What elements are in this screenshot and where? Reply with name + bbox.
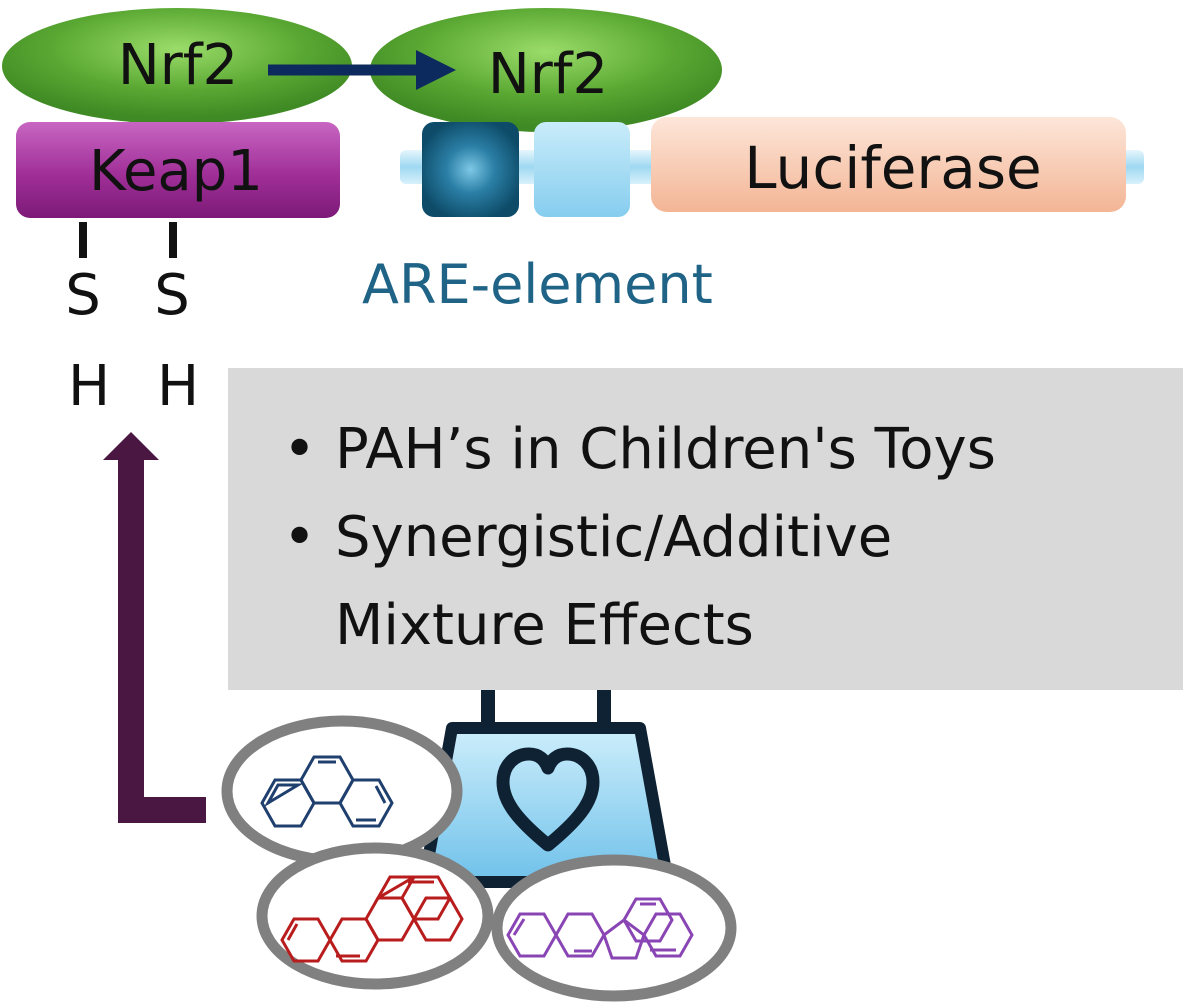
are-element-label: ARE-element — [362, 253, 713, 316]
luciferase-block — [651, 117, 1126, 212]
pah-ring-2 — [256, 842, 494, 990]
bullet-panel: • PAH’s in Children's Toys • Synergistic… — [228, 368, 1183, 690]
bullet-line-2: Mixture Effects — [335, 593, 754, 658]
thiol-1-s: S — [65, 263, 101, 328]
pah-ring-1 — [221, 715, 463, 867]
are-element-block — [422, 122, 519, 217]
promoter-block — [534, 122, 630, 217]
benzo-pyrene-structure-icon — [280, 875, 464, 963]
thiol-2-h: H — [157, 354, 199, 419]
heart-icon — [496, 747, 600, 852]
nrf2-right-label: Nrf2 — [488, 42, 608, 107]
activation-arrow — [103, 432, 206, 823]
bullet-item-pahs: • PAH’s in Children's Toys — [283, 406, 1183, 494]
keap1-shape — [16, 122, 340, 218]
nrf2-right-shape — [370, 8, 722, 132]
phenanthrene-structure-icon — [260, 755, 394, 828]
fluoranthene-structure-icon — [506, 897, 694, 960]
thiol-1-h: H — [68, 354, 110, 419]
nrf2-left-shape — [2, 8, 352, 124]
luciferase-label: Luciferase — [744, 134, 1041, 202]
keap1-label: Keap1 — [89, 139, 263, 204]
bullet-line-1: Synergistic/Additive — [335, 505, 893, 570]
translocation-arrow — [268, 50, 456, 90]
thiol-2-s: S — [154, 263, 190, 328]
bullet-glyph: • — [283, 417, 317, 482]
thiol-bond-1 — [79, 222, 87, 258]
bullet-text: PAH’s in Children's Toys — [335, 417, 996, 482]
bullet-glyph: • — [283, 505, 317, 570]
nrf2-left-label: Nrf2 — [118, 33, 238, 98]
thiol-bond-2 — [169, 222, 177, 258]
